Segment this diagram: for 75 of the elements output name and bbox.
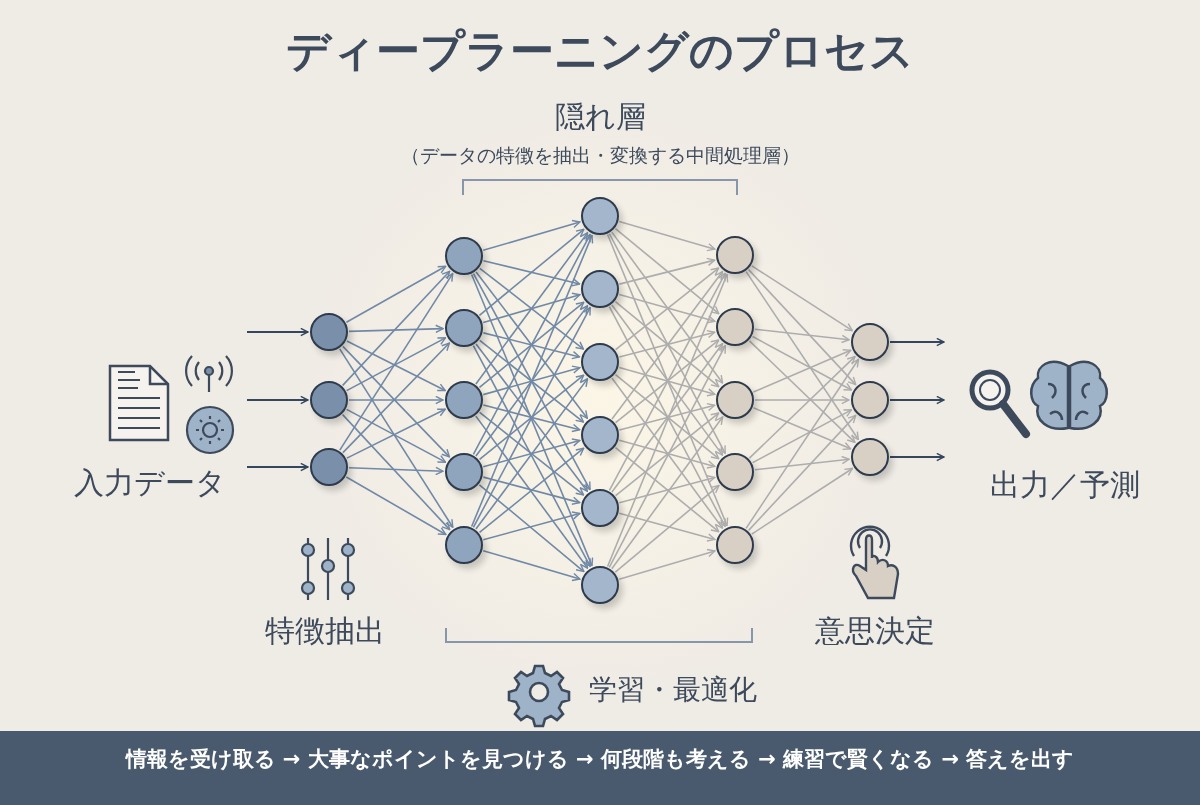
- arrow: [478, 267, 585, 350]
- arrow: [608, 272, 726, 492]
- arrow: [618, 439, 716, 469]
- layer-description: （データの特徴を抽出・変換する中間処理層）: [399, 144, 801, 168]
- arrow: [614, 267, 720, 351]
- decision-label: 意思決定: [814, 612, 936, 650]
- arrow: [341, 270, 451, 387]
- arrow: [618, 257, 716, 285]
- arrow: [606, 233, 729, 527]
- arrow: [614, 227, 720, 315]
- arrow: [246, 395, 309, 405]
- arrow: [611, 231, 724, 384]
- arrow: [482, 332, 581, 360]
- arrow: [472, 233, 591, 456]
- arrow: [889, 395, 945, 405]
- arrow: [478, 374, 585, 461]
- arrow: [614, 300, 720, 388]
- arrow: [472, 306, 591, 529]
- learning-label: 学習・最適化: [588, 672, 758, 707]
- arrow: [341, 413, 451, 531]
- arrow: [246, 462, 309, 472]
- arrow: [482, 219, 581, 252]
- arrow: [482, 259, 581, 287]
- arrow: [246, 327, 309, 337]
- arrow: [748, 340, 856, 444]
- arrow: [614, 373, 720, 460]
- arrow: [478, 339, 585, 423]
- arrow: [478, 447, 585, 534]
- arrow: [618, 475, 716, 504]
- layer-heading: 隠れ層: [553, 98, 647, 136]
- arrow: [754, 328, 850, 344]
- feature-label: 特徴抽出: [264, 612, 386, 650]
- arrow: [614, 339, 720, 424]
- arrow: [478, 301, 585, 389]
- arrow: [754, 455, 850, 471]
- arrow: [482, 438, 581, 468]
- arrow: [482, 511, 581, 541]
- arrow: [478, 411, 585, 496]
- arrow: [618, 548, 716, 581]
- arrow: [606, 273, 729, 568]
- arrow: [475, 415, 589, 569]
- arrow: [348, 324, 444, 334]
- arrow: [470, 273, 594, 567]
- arrow: [618, 220, 716, 252]
- arrow: [611, 377, 724, 529]
- arrow: [889, 452, 945, 462]
- arrow: [618, 293, 716, 324]
- arrow: [618, 366, 716, 397]
- title: ディープラーニングのプロセス: [285, 24, 915, 78]
- arrow: [348, 466, 444, 476]
- arrow: [478, 483, 585, 573]
- arrow: [618, 329, 716, 358]
- arrow: [747, 268, 857, 386]
- arrow: [754, 395, 850, 405]
- arrow: [618, 402, 716, 431]
- arrow: [614, 412, 720, 497]
- arrow: [611, 304, 724, 456]
- arrow: [482, 365, 581, 396]
- arrow: [482, 292, 581, 324]
- arrow: [482, 404, 581, 433]
- input-label: 入力データ: [73, 464, 227, 502]
- arrow: [478, 228, 585, 317]
- arrow: [614, 484, 720, 573]
- arrow: [348, 395, 444, 405]
- arrow: [482, 476, 581, 505]
- arrow: [748, 355, 856, 459]
- arrow: [618, 512, 716, 542]
- process-summary: 情報を受け取る → 大事なポイントを見つける → 何段階も考える → 練習で賢くなる → 答えを出す: [124, 746, 1076, 773]
- arrow: [747, 414, 857, 532]
- arrow: [608, 344, 727, 569]
- arrow: [614, 446, 720, 533]
- arrow: [482, 549, 581, 582]
- arrow: [889, 337, 945, 347]
- arrow: [470, 234, 594, 528]
- output-label: 出力／予測: [989, 466, 1141, 504]
